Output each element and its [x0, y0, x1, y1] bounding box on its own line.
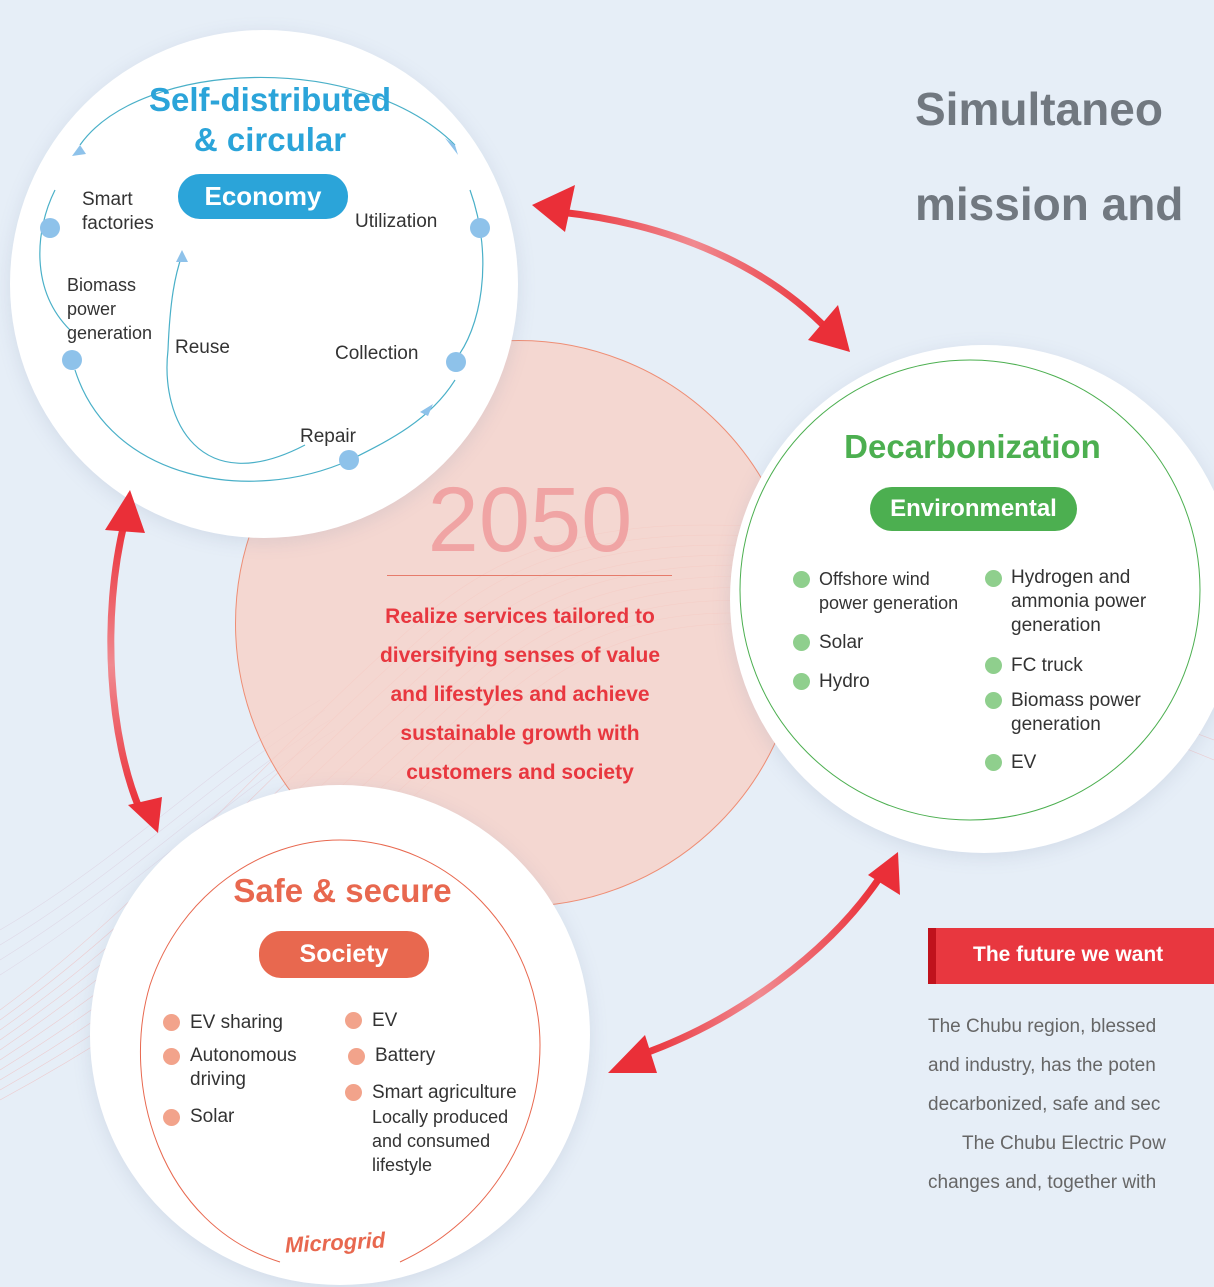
bullet-dot [348, 1048, 365, 1065]
economy-title: Self-distributed & circular [110, 80, 430, 160]
bullet-dot [985, 657, 1002, 674]
node-dot [470, 218, 490, 238]
center-statement: Realize services tailored to diversifyin… [335, 597, 705, 792]
economy-pill: Economy [178, 174, 348, 219]
label-collection: Collection [335, 343, 419, 364]
bullet-dot [985, 692, 1002, 709]
center-text-line: customers and society [406, 761, 634, 784]
bullet-dot [163, 1048, 180, 1065]
soc-item-ev-sharing: EV sharing [190, 1012, 283, 1033]
bullet-dot [793, 673, 810, 690]
environmental-inner-ring [739, 359, 1201, 821]
node-dot [40, 218, 60, 238]
environmental-circle [730, 345, 1214, 853]
bullet-dot [345, 1084, 362, 1101]
label-utilization: Utilization [355, 211, 438, 232]
env-item-hydro: Hydro [819, 671, 870, 692]
node-dot [339, 450, 359, 470]
future-line-4: The Chubu Electric Pow [962, 1133, 1166, 1154]
soc-item-ev: EV [372, 1010, 398, 1031]
bullet-dot [345, 1012, 362, 1029]
environmental-pill: Environmental [870, 487, 1077, 531]
bullet-dot [793, 571, 810, 588]
center-text-line: Realize services tailored to [385, 605, 655, 628]
arrow-environmental-society [608, 852, 900, 1073]
future-bar-accent [928, 928, 936, 984]
env-item-ev: EV [1011, 752, 1037, 773]
arrow-economy-society [105, 490, 162, 833]
node-dot [62, 350, 82, 370]
env-item-solar: Solar [819, 632, 864, 653]
center-text-line: sustainable growth with [400, 722, 640, 745]
society-inner-ring [139, 839, 541, 1263]
future-bar: The future we want [928, 928, 1214, 984]
society-circle [90, 785, 590, 1285]
environmental-title: Decarbonization [844, 428, 1101, 465]
soc-item-battery: Battery [375, 1045, 436, 1066]
bullet-dot [163, 1014, 180, 1031]
center-divider [387, 575, 672, 576]
soc-item-smart-agriculture: Smart agriculture [372, 1082, 517, 1103]
future-line-2: and industry, has the poten [928, 1055, 1156, 1076]
future-line-1: The Chubu region, blessed [928, 1016, 1157, 1037]
economy-circle [10, 30, 518, 538]
center-text-line: and lifestyles and achieve [390, 683, 650, 706]
arrow-economy-environmental [532, 185, 850, 352]
headline-line-2: mission and [915, 178, 1184, 230]
bullet-dot [985, 754, 1002, 771]
center-text-line: diversifying senses of value [379, 644, 661, 667]
economy-cycle-diagram [39, 76, 484, 482]
soc-item-solar: Solar [190, 1106, 235, 1127]
node-dot [446, 352, 466, 372]
label-reuse: Reuse [175, 337, 230, 358]
center-year: 2050 [427, 469, 633, 571]
bullet-dot [793, 634, 810, 651]
env-item-fc-truck: FC truck [1011, 655, 1083, 676]
future-line-5: changes and, together with [928, 1172, 1157, 1193]
economy-title-line: Self-distributed [148, 81, 391, 118]
society-pill: Society [259, 931, 429, 978]
headline-line-1: Simultaneo [915, 83, 1163, 135]
future-bar-title: The future we want [973, 943, 1164, 966]
bullet-dot [163, 1109, 180, 1126]
future-line-3: decarbonized, safe and sec [928, 1094, 1161, 1115]
bullet-dot [985, 570, 1002, 587]
label-repair: Repair [300, 426, 356, 447]
economy-title-line: & circular [193, 121, 347, 158]
society-title: Safe & secure [233, 872, 452, 909]
